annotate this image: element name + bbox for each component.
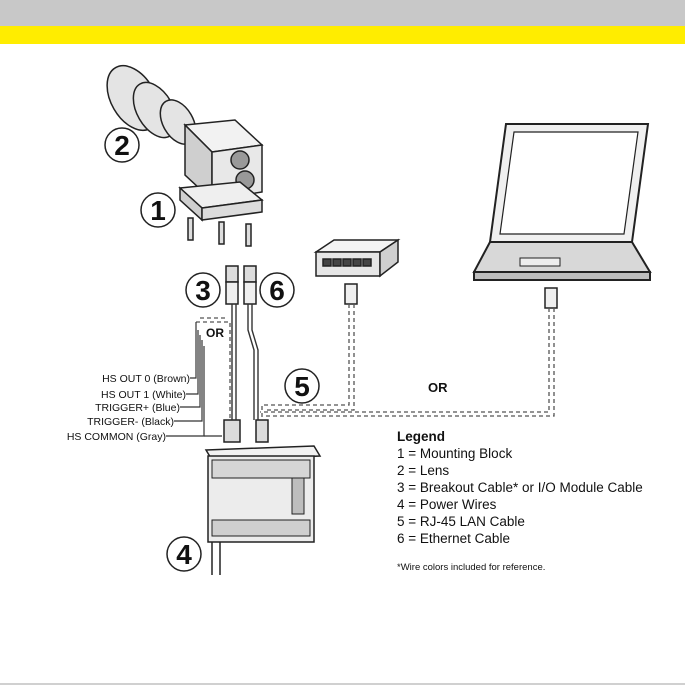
legend-item: 2 = Lens xyxy=(397,462,677,479)
callout-5: 5 xyxy=(285,369,319,403)
or-label-middle: OR xyxy=(428,380,448,395)
legend-item: 5 = RJ-45 LAN Cable xyxy=(397,513,677,530)
svg-text:5: 5 xyxy=(294,371,310,402)
wire-label: HS OUT 0 (Brown) xyxy=(102,373,190,385)
svg-text:6: 6 xyxy=(269,275,285,306)
or-label-top: OR xyxy=(206,326,224,340)
legend-item: 1 = Mounting Block xyxy=(397,445,677,462)
legend-title: Legend xyxy=(397,428,677,445)
legend: Legend 1 = Mounting Block 2 = Lens 3 = B… xyxy=(397,428,677,573)
callout-4: 4 xyxy=(167,537,201,571)
legend-item: 3 = Breakout Cable* or I/O Module Cable xyxy=(397,479,677,496)
callout-3: 3 xyxy=(186,273,220,307)
legend-item: 4 = Power Wires xyxy=(397,496,677,513)
svg-text:4: 4 xyxy=(176,539,192,570)
legend-item: 6 = Ethernet Cable xyxy=(397,530,677,547)
io-module xyxy=(206,446,320,575)
wire-label: HS COMMON (Gray) xyxy=(67,431,166,443)
ethernet-switch xyxy=(316,240,398,276)
svg-text:3: 3 xyxy=(195,275,211,306)
laptop xyxy=(474,124,650,280)
cables xyxy=(232,304,258,420)
svg-text:1: 1 xyxy=(150,195,166,226)
mounting-block xyxy=(180,182,262,246)
callout-1: 1 xyxy=(141,193,175,227)
wire-label: TRIGGER+ (Blue) xyxy=(95,402,180,414)
callout-2: 2 xyxy=(105,128,139,162)
svg-text:2: 2 xyxy=(114,130,130,161)
wire-label: HS OUT 1 (White) xyxy=(101,389,186,401)
legend-note: *Wire colors included for reference. xyxy=(397,562,677,573)
wire-label: TRIGGER- (Black) xyxy=(87,416,174,428)
dashed-cables xyxy=(196,304,554,420)
callout-6: 6 xyxy=(260,273,294,307)
